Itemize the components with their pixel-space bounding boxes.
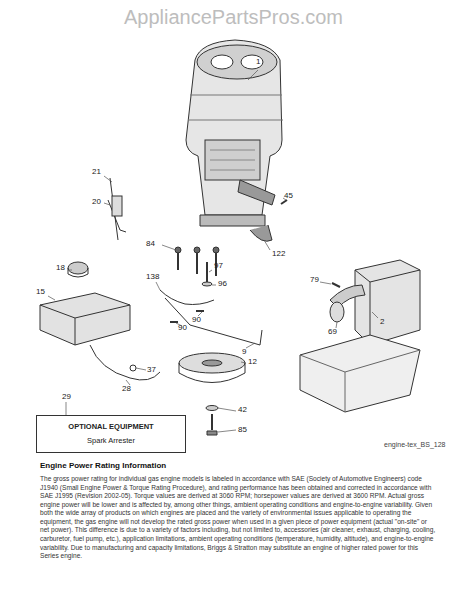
box-text: Spark Arrester — [47, 436, 175, 446]
watermark: AppliancePartsPros.com — [124, 6, 343, 28]
callout-number: 37 — [147, 366, 156, 375]
note-heading: Engine Power Rating Information — [40, 462, 166, 471]
callout-number: 90 — [178, 324, 187, 333]
fuel-tank — [40, 262, 130, 345]
box-heading: OPTIONAL EQUIPMENT — [47, 422, 175, 432]
callout-number: 42 — [238, 406, 247, 415]
muffler — [330, 260, 420, 345]
callout-number: 45 — [284, 192, 293, 201]
callout-number: 1 — [256, 58, 260, 67]
callout-number: 29 — [62, 393, 71, 402]
callout-number: 2 — [380, 318, 384, 327]
callout-number: 28 — [122, 385, 131, 394]
callout-number: 90 — [192, 316, 201, 325]
callout-number: 96 — [218, 280, 227, 289]
callout-number: 20 — [92, 198, 101, 207]
callout-number: 138 — [146, 273, 159, 282]
callout-number: 79 — [310, 276, 319, 285]
callout-number: 18 — [56, 264, 65, 273]
callout-number: 9 — [242, 348, 246, 357]
figure-code: engine-tex_BS_128 — [384, 441, 446, 449]
callout-number: 85 — [238, 426, 247, 435]
callout-number: 12 — [248, 358, 257, 367]
callout-number: 84 — [146, 240, 155, 249]
callout-number: 21 — [92, 168, 101, 177]
callout-number: 97 — [214, 262, 223, 271]
note-box: OPTIONAL EQUIPMENT Spark Arrester — [36, 415, 186, 453]
callout-number: 69 — [328, 328, 337, 337]
callout-number: 122 — [272, 250, 285, 259]
pulley — [179, 353, 245, 383]
callout-number: 15 — [36, 288, 45, 297]
engine — [186, 40, 283, 241]
note-text: The gross power rating for individual ga… — [40, 475, 436, 561]
